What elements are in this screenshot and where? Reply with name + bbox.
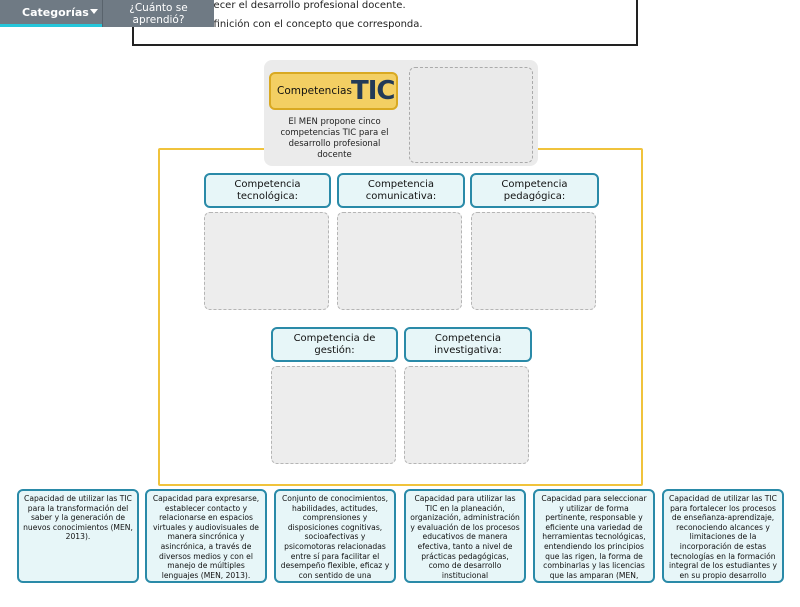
drop-zone-pedagogica[interactable] <box>471 212 596 310</box>
definition-card-2[interactable]: Capacidad para expresarse, establecer co… <box>145 489 267 583</box>
drop-zone-tecnologica[interactable] <box>204 212 329 310</box>
definition-card-1[interactable]: Capacidad de utilizar las TIC para la tr… <box>17 489 139 583</box>
badge-word: Competencias <box>277 85 352 97</box>
how-much-learned-button[interactable]: ¿Cuánto se aprendió? <box>102 0 214 27</box>
definition-card-4[interactable]: Capacidad para utilizar las TIC en la pl… <box>404 489 526 583</box>
drop-zone-comunicativa[interactable] <box>337 212 462 310</box>
header-drop-zone[interactable] <box>409 67 533 163</box>
categories-dropdown-button[interactable]: Categorías <box>0 0 102 27</box>
caret-down-icon <box>90 9 98 14</box>
header-card: Competencias TIC El MEN propone cinco co… <box>264 60 538 166</box>
categories-label: Categorías <box>22 5 89 19</box>
instructions-panel: ...ecer el desarrollo profesional docent… <box>132 0 638 46</box>
category-gestion: Competencia de gestión: <box>271 327 398 362</box>
drop-zone-gestion[interactable] <box>271 366 396 464</box>
instructions-line-2: ...finición con el concepto que correspo… <box>204 19 423 30</box>
instructions-line-1: ...ecer el desarrollo profesional docent… <box>204 0 406 11</box>
definition-card-3[interactable]: Conjunto de conocimientos, habilidades, … <box>274 489 396 583</box>
definition-card-5[interactable]: Capacidad para seleccionar y utilizar de… <box>533 489 655 583</box>
tic-logo: TIC <box>351 76 395 106</box>
category-pedagogica: Competencia pedagógica: <box>470 173 599 208</box>
category-investigativa: Competencia investigativa: <box>404 327 532 362</box>
category-tecnologica: Competencia tecnológica: <box>204 173 331 208</box>
category-comunicativa: Competencia comunicativa: <box>337 173 465 208</box>
drop-zone-investigativa[interactable] <box>404 366 529 464</box>
header-description: El MEN propone cinco competencias TIC pa… <box>280 117 389 160</box>
definition-card-6[interactable]: Capacidad de utilizar las TIC para forta… <box>662 489 784 583</box>
competencias-tic-badge: Competencias TIC <box>269 72 398 110</box>
